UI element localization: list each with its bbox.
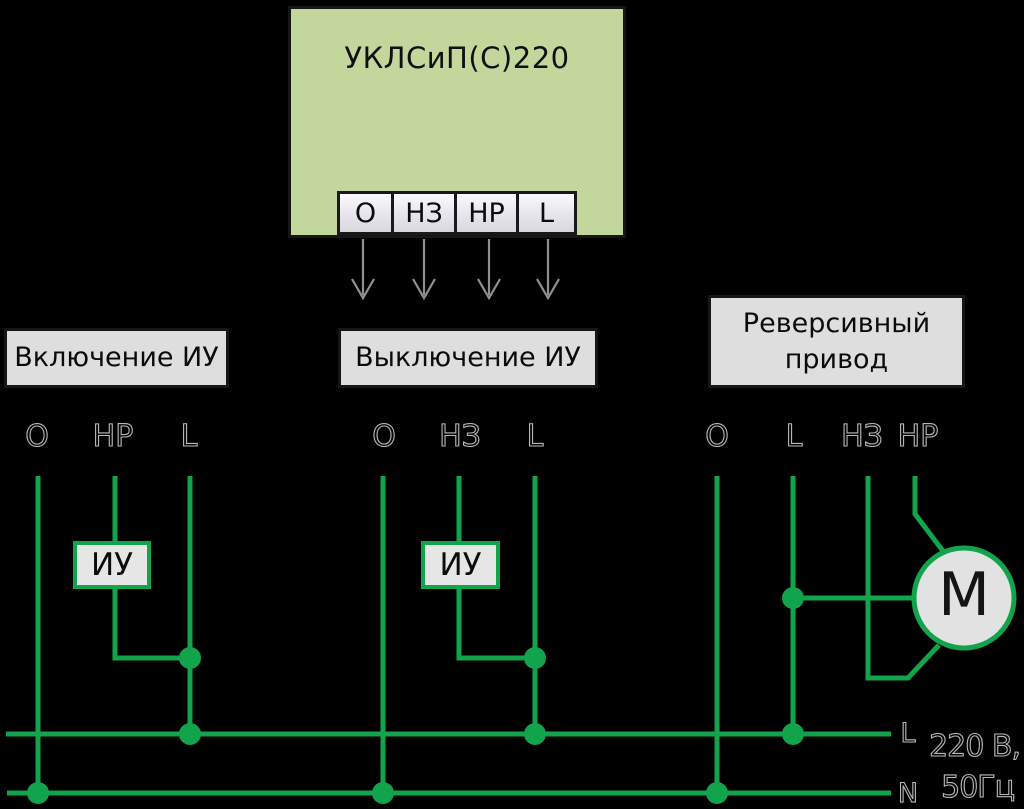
junction-dot [782, 723, 804, 745]
motor-label: М [938, 560, 990, 631]
junction-dot [782, 587, 804, 609]
wire-label-s1-o: О [25, 418, 50, 454]
device-title: УКЛСиП(С)220 [344, 41, 570, 75]
wire-label-s3-nr: НР [897, 418, 939, 454]
junction-dot [27, 782, 49, 804]
terminal-l: L [516, 191, 577, 235]
arrow-down-icon [351, 239, 375, 301]
actuator-box-1: ИУ [73, 541, 151, 589]
wires [6, 476, 945, 796]
wire-s3-nr [912, 476, 945, 553]
junction-dot [179, 723, 201, 745]
wire-s3-nz [865, 476, 941, 681]
wire-s2-nz-bottom [456, 587, 535, 661]
wire-label-s1-l: L [180, 418, 198, 454]
wire-label-s3-o: О [705, 418, 730, 454]
junction-dots [27, 587, 804, 804]
wire-label-s2-o: О [372, 418, 397, 454]
junction-dot [524, 723, 546, 745]
section-panel-vyklyuchenie: Выключение ИУ [338, 328, 598, 388]
wire-label-s1-nr: НР [92, 418, 134, 454]
terminal-strip: О НЗ НР L [337, 191, 577, 235]
wire-label-s2-l: L [526, 418, 544, 454]
arrow-down-icon [536, 239, 560, 301]
section-panel-vklyuchenie: Включение ИУ [4, 328, 229, 388]
wire-label-s3-l: L [785, 418, 803, 454]
section-panel-reversivny: Реверсивный привод [708, 295, 965, 388]
voltage-label: 220 В, [929, 728, 1022, 764]
motor-circle [911, 545, 1017, 651]
wire-label-s3-nz: НЗ [841, 418, 884, 454]
junction-dot [524, 647, 546, 669]
frequency-label: 50Гц [941, 769, 1016, 805]
power-label-l: L [900, 717, 916, 749]
wire-s1-nr-bottom [112, 587, 190, 661]
terminal-nz: НЗ [391, 191, 457, 235]
actuator-box-2: ИУ [421, 541, 500, 589]
arrow-down-icon [477, 239, 501, 301]
terminal-o: О [337, 191, 394, 235]
junction-dot [706, 782, 728, 804]
power-label-n: N [897, 777, 919, 809]
terminal-arrows [351, 239, 560, 301]
wire-label-s2-nz: НЗ [439, 418, 482, 454]
junction-dot [179, 647, 201, 669]
terminal-nr: НР [454, 191, 519, 235]
junction-dot [372, 782, 394, 804]
arrow-down-icon [412, 239, 436, 301]
